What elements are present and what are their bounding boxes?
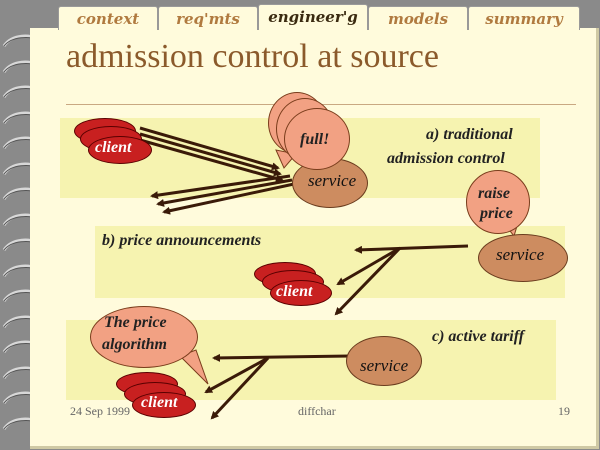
client-b[interactable] (270, 280, 332, 306)
client-a[interactable] (88, 136, 152, 164)
arrow-a-2 (139, 132, 282, 177)
full-balloon-text: full! (300, 131, 330, 148)
arrow-c-2 (204, 356, 269, 394)
label-traditional-2: admission control (387, 150, 505, 167)
client-b-label: client (276, 283, 313, 300)
raise-price-text-1: raise (478, 185, 510, 202)
tab-context[interactable]: context (58, 6, 158, 30)
price-algorithm-text-2: algorithm (102, 336, 167, 353)
footer-page-number: 19 (558, 404, 570, 418)
service-c-label: service (360, 356, 409, 375)
service-b[interactable] (478, 234, 568, 282)
price-algorithm-text-1: The price (104, 314, 167, 331)
label-price-announcements: b) price announcements (102, 232, 262, 249)
service-a-label: service (308, 171, 357, 190)
footer-name: diffchar (298, 404, 336, 418)
client-a-label: client (95, 139, 132, 156)
arrow-a-6 (162, 182, 295, 215)
client-c-label: client (141, 394, 178, 411)
raise-price-balloon (466, 170, 530, 234)
tab-bar: context req'mts engineer'g models summar… (0, 0, 600, 30)
arrow-a-4 (150, 174, 291, 200)
tab-engineering[interactable]: engineer'g (258, 4, 368, 30)
tab-summary[interactable]: summary (468, 6, 580, 30)
service-c[interactable] (346, 336, 422, 386)
service-b-label: service (496, 245, 545, 264)
arrow-c-1 (212, 353, 351, 362)
arrow-a-5 (156, 178, 293, 207)
arrow-a-3 (139, 138, 284, 183)
price-algorithm-balloon (90, 306, 198, 368)
label-active-tariff: c) active tariff (432, 328, 525, 345)
raise-price-text-2: price (480, 205, 513, 222)
arrow-a-1 (139, 126, 280, 171)
arrow-b-1 (354, 244, 469, 254)
arrow-c-3 (210, 356, 270, 420)
label-traditional-1: a) traditional (426, 126, 513, 143)
arrow-b-3 (334, 246, 402, 316)
arrow-b-2 (336, 246, 401, 286)
tab-reqmts[interactable]: req'mts (158, 6, 258, 30)
client-c[interactable] (132, 392, 196, 418)
footer-date: 24 Sep 1999 (70, 404, 130, 418)
page-title: admission control at source (66, 38, 439, 75)
full-balloon (284, 108, 350, 170)
tab-models[interactable]: models (368, 6, 468, 30)
